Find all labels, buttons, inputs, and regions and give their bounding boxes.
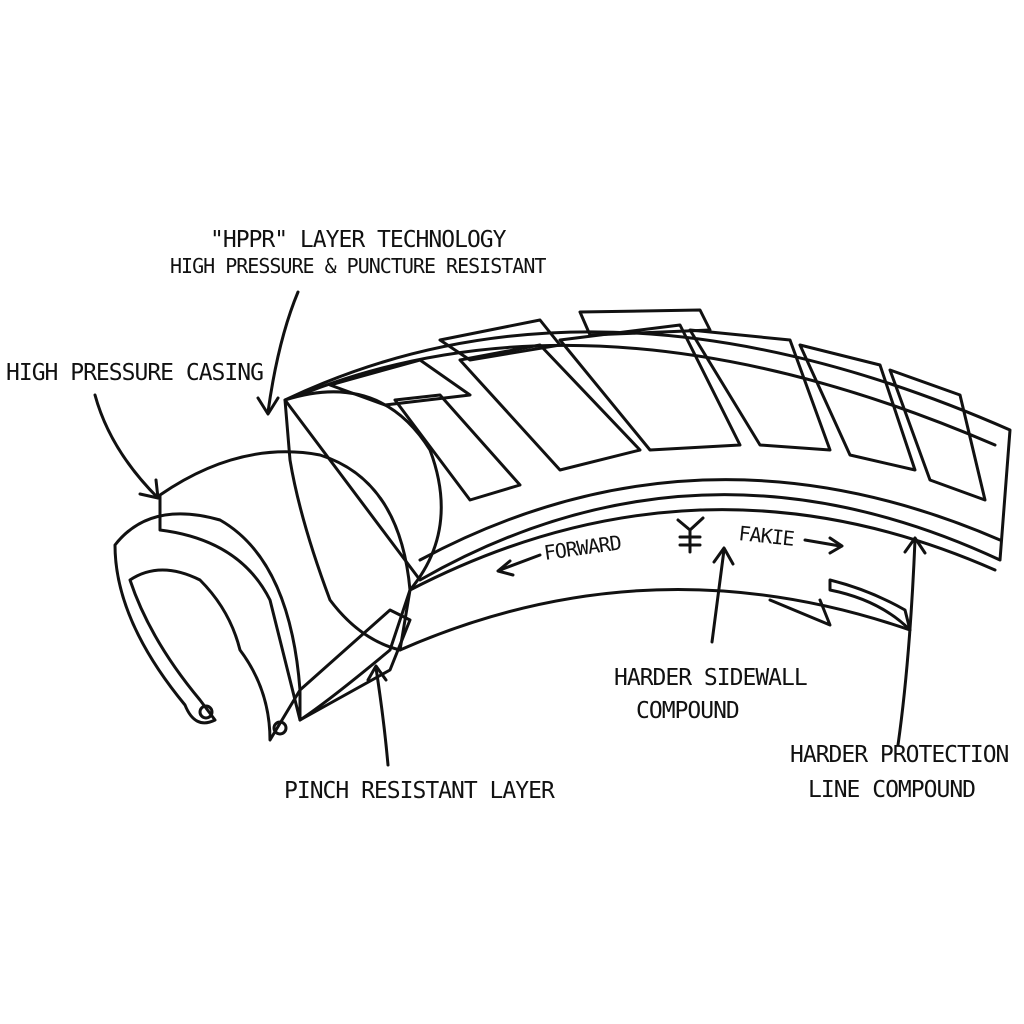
- callout-arrows: [93, 290, 927, 767]
- label-sidewall-line2: COMPOUND: [636, 698, 739, 724]
- tire-casing-section: [113, 390, 443, 742]
- label-hppr-line2: HIGH PRESSURE & PUNCTURE RESISTANT: [170, 254, 546, 278]
- label-hppr-line1: "HPPR" LAYER TECHNOLOGY: [210, 227, 507, 253]
- label-fakie: FAKIE: [737, 521, 794, 551]
- label-sidewall-line1: HARDER SIDEWALL: [614, 665, 807, 691]
- label-casing: HIGH PRESSURE CASING: [6, 360, 263, 386]
- label-protection-line1: HARDER PROTECTION: [790, 742, 1009, 768]
- tire-sidewall: [398, 578, 912, 652]
- tire-tread: [283, 308, 1012, 592]
- label-forward: FORWARD: [542, 530, 622, 565]
- direction-logo: [676, 516, 705, 554]
- label-protection-line2: LINE COMPOUND: [808, 777, 975, 803]
- label-pinch: PINCH RESISTANT LAYER: [284, 778, 555, 804]
